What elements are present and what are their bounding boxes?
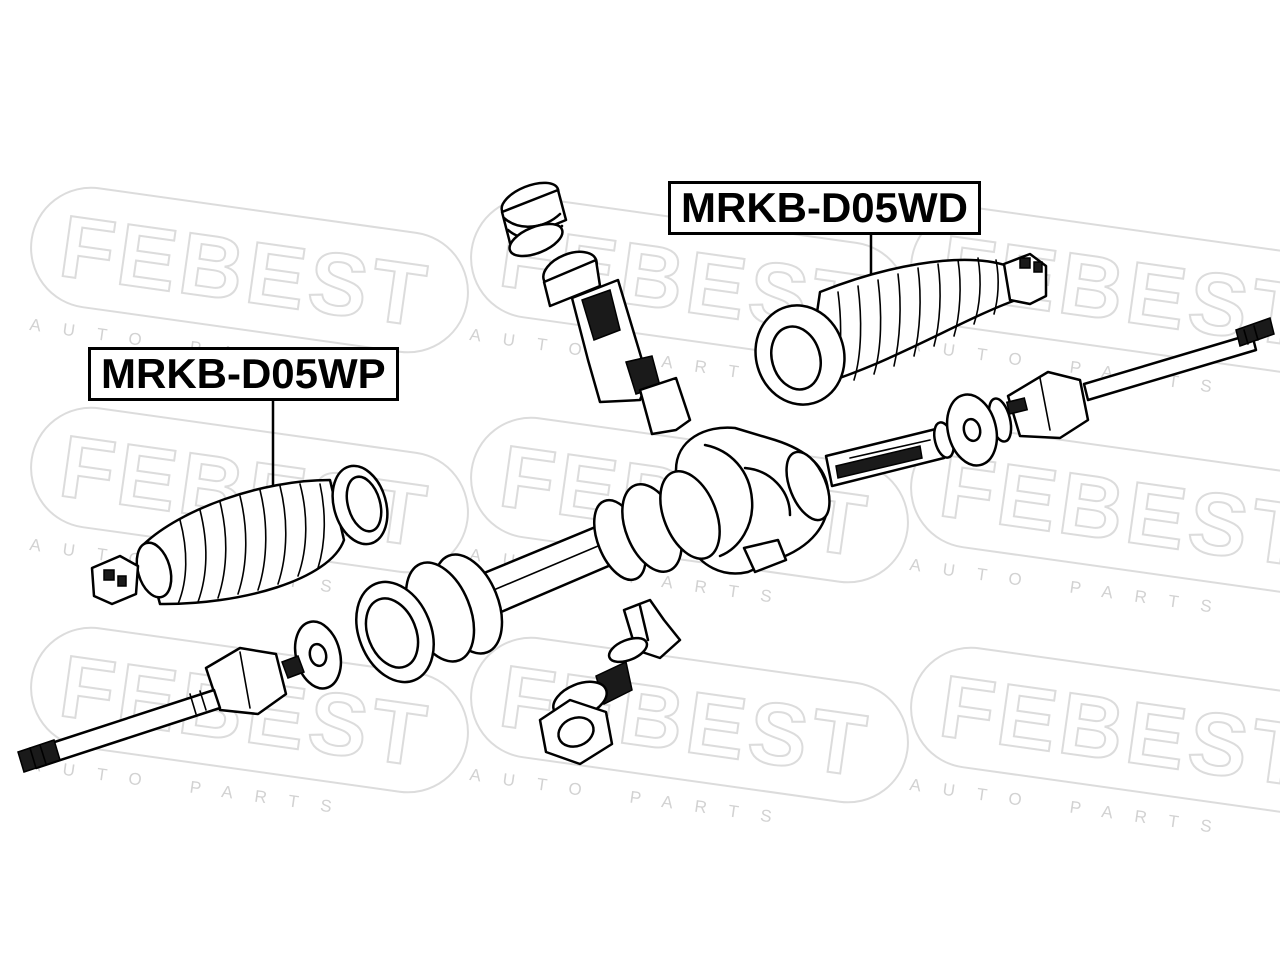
tie-rod-left xyxy=(17,620,343,773)
rack-guide-assembly xyxy=(538,598,682,766)
part-label-right-boot: MRKB-D05WD xyxy=(668,181,981,235)
mount-bushing-left xyxy=(355,553,504,684)
rack-housing xyxy=(453,426,831,620)
tie-rod-right xyxy=(945,317,1275,467)
part-label-left-boot: MRKB-D05WP xyxy=(88,347,399,401)
pinion-assembly xyxy=(500,181,692,436)
boot-left xyxy=(90,464,389,606)
boot-right xyxy=(754,252,1048,406)
